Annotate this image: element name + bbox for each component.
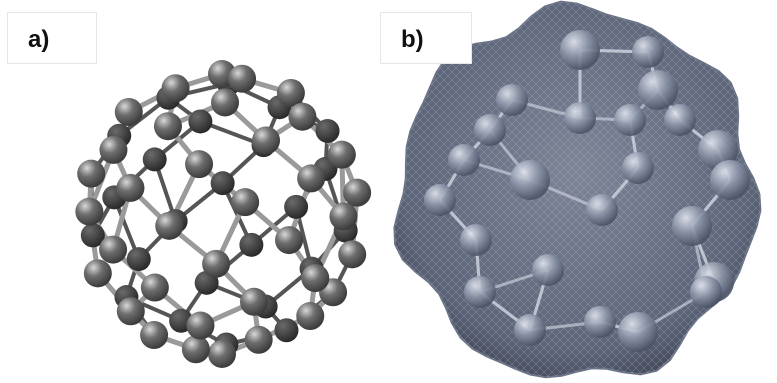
carbon-atom: [614, 104, 646, 136]
carbon-atom: [77, 159, 106, 188]
carbon-atom: [448, 144, 480, 176]
carbon-atom: [288, 102, 317, 131]
carbon-atom: [116, 173, 145, 202]
carbon-atom: [301, 264, 330, 293]
carbon-atom: [239, 287, 268, 316]
panel-b-label-box: b): [380, 12, 472, 64]
inner-atoms: [424, 30, 750, 352]
carbon-atom: [99, 135, 128, 164]
carbon-atom: [202, 249, 231, 278]
carbon-atom: [231, 188, 260, 217]
carbon-atom: [155, 211, 184, 240]
carbon-atom: [664, 104, 696, 136]
carbon-atom: [275, 226, 304, 255]
carbon-atom: [274, 318, 299, 343]
carbon-atom: [208, 340, 236, 368]
carbon-atom: [514, 314, 546, 346]
carbon-atom: [698, 130, 738, 170]
carbon-atom: [99, 235, 128, 264]
carbon-atom: [690, 276, 722, 308]
carbon-atom: [75, 197, 104, 226]
carbon-atom: [210, 171, 235, 196]
fullerene-ball-and-stick-model: [75, 60, 372, 368]
carbon-atom: [185, 150, 214, 179]
carbon-atom: [464, 276, 496, 308]
atoms: [75, 60, 372, 368]
carbon-atom: [532, 254, 564, 286]
carbon-atom: [632, 36, 664, 68]
carbon-atom: [315, 118, 340, 143]
fullerene-surface-mesh-model: [393, 0, 762, 379]
carbon-atom: [638, 70, 678, 110]
carbon-atom: [140, 273, 169, 302]
carbon-atom: [211, 88, 240, 117]
panel-a: a): [0, 0, 380, 383]
carbon-atom: [618, 312, 658, 352]
carbon-atom: [710, 160, 750, 200]
carbon-atom: [252, 126, 281, 155]
carbon-atom: [564, 102, 596, 134]
carbon-atom: [329, 202, 358, 231]
carbon-atom: [327, 140, 356, 169]
carbon-atom: [584, 306, 616, 338]
carbon-atom: [496, 84, 528, 116]
carbon-atom: [80, 223, 105, 248]
carbon-atom: [116, 297, 145, 326]
carbon-atom: [126, 247, 151, 272]
panel-b: b): [380, 0, 777, 383]
carbon-atom: [474, 114, 506, 146]
carbon-atom: [161, 74, 190, 103]
panel-b-label: b): [401, 26, 424, 53]
carbon-atom: [338, 240, 367, 269]
carbon-atom: [239, 232, 264, 257]
carbon-atom: [672, 206, 712, 246]
carbon-atom: [186, 311, 215, 340]
carbon-atom: [510, 160, 550, 200]
carbon-atom: [284, 194, 309, 219]
carbon-atom: [142, 147, 167, 172]
carbon-atom: [296, 302, 325, 331]
carbon-atom: [140, 321, 169, 350]
carbon-atom: [560, 30, 600, 70]
carbon-atom: [244, 325, 273, 354]
carbon-atom: [622, 152, 654, 184]
carbon-atom: [276, 78, 305, 107]
carbon-atom: [297, 164, 326, 193]
carbon-atom: [181, 335, 210, 364]
carbon-atom: [460, 224, 492, 256]
carbon-atom: [153, 112, 182, 141]
carbon-atom: [83, 259, 112, 288]
carbon-atom: [114, 97, 143, 126]
carbon-atom: [343, 178, 372, 207]
panel-a-label: a): [28, 26, 50, 53]
carbon-atom: [424, 184, 456, 216]
carbon-atom: [188, 109, 213, 134]
carbon-atom: [586, 194, 618, 226]
carbon-atom: [228, 64, 257, 93]
panel-a-label-box: a): [7, 12, 97, 64]
